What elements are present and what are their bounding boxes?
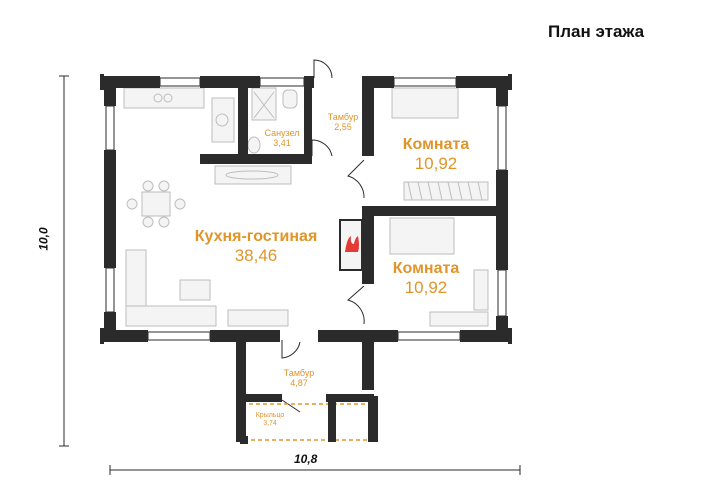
log-ends [100,74,512,344]
page-title: План этажа [548,22,645,41]
doors [281,59,365,413]
dimension-height: 10,0 [36,227,51,251]
room-area: 3,41 [273,138,291,149]
porch [236,396,378,444]
room-area: 38,46 [234,246,278,266]
windows [105,77,507,341]
room-label-porch: Крыльцо 3,74 [248,412,292,428]
dimension-width: 10,8 [294,452,318,466]
walls [104,76,508,402]
room-name: Крыльцо [255,412,285,419]
fireplace-flame-icon [345,236,359,252]
room-area: 4,87 [290,378,308,389]
room-label-bathroom: Санузел 3,41 [262,128,302,149]
room-area: 10,92 [404,278,448,298]
room-name: Тамбур [327,112,359,122]
room-name: Кухня-гостиная [194,228,318,245]
room-area: 2,55 [334,122,352,133]
room-name: Тамбур [283,368,315,378]
room-label-room-1: Комната 10,92 [396,136,476,174]
room-name: Комната [392,260,460,277]
room-label-vestibule-bottom: Тамбур 4,87 [276,368,322,389]
room-label-kitchen-living: Кухня-гостиная 38,46 [188,228,324,266]
room-name: Комната [402,136,470,153]
room-label-room-2: Комната 10,92 [386,260,466,298]
furniture [123,87,489,327]
room-area: 10,92 [414,154,458,174]
room-name: Санузел [264,128,300,138]
dimension-lines [59,75,521,475]
fireplace [339,219,363,271]
room-label-vestibule-top: Тамбур 2,55 [320,112,366,133]
room-area: 3,74 [263,420,277,428]
